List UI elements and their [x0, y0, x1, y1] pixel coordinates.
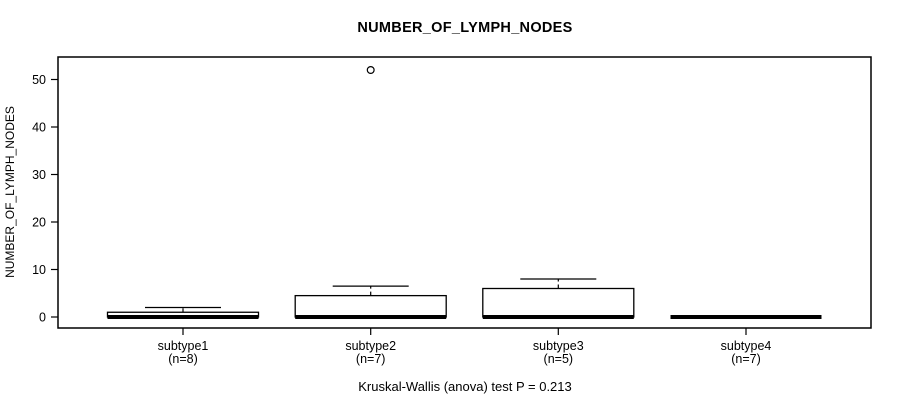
y-tick-label: 50	[32, 73, 46, 87]
plot-area: 01020304050subtype1(n=8)subtype2(n=7)sub…	[32, 56, 872, 366]
x-tick-label: subtype3	[533, 339, 584, 353]
y-axis-label: NUMBER_OF_LYMPH_NODES	[3, 106, 17, 278]
x-tick-sublabel: (n=7)	[731, 352, 761, 366]
chart-title: NUMBER_OF_LYMPH_NODES	[357, 20, 572, 36]
x-tick-label: subtype4	[721, 339, 772, 353]
outlier-point	[366, 65, 375, 74]
y-tick-label: 40	[32, 120, 46, 134]
x-tick-label: subtype2	[345, 339, 396, 353]
box-iqr	[294, 294, 447, 318]
plot-frame	[57, 56, 872, 329]
stat-annotation: Kruskal-Wallis (anova) test P = 0.213	[358, 379, 572, 394]
x-tick-sublabel: (n=8)	[168, 352, 198, 366]
x-tick-sublabel: (n=7)	[356, 352, 386, 366]
y-tick-label: 30	[32, 168, 46, 182]
x-tick-label: subtype1	[158, 339, 209, 353]
x-tick-sublabel: (n=5)	[544, 352, 574, 366]
box-iqr	[482, 287, 635, 318]
y-tick-label: 20	[32, 215, 46, 229]
y-tick-label: 0	[39, 310, 46, 324]
y-tick-label: 10	[32, 263, 46, 277]
